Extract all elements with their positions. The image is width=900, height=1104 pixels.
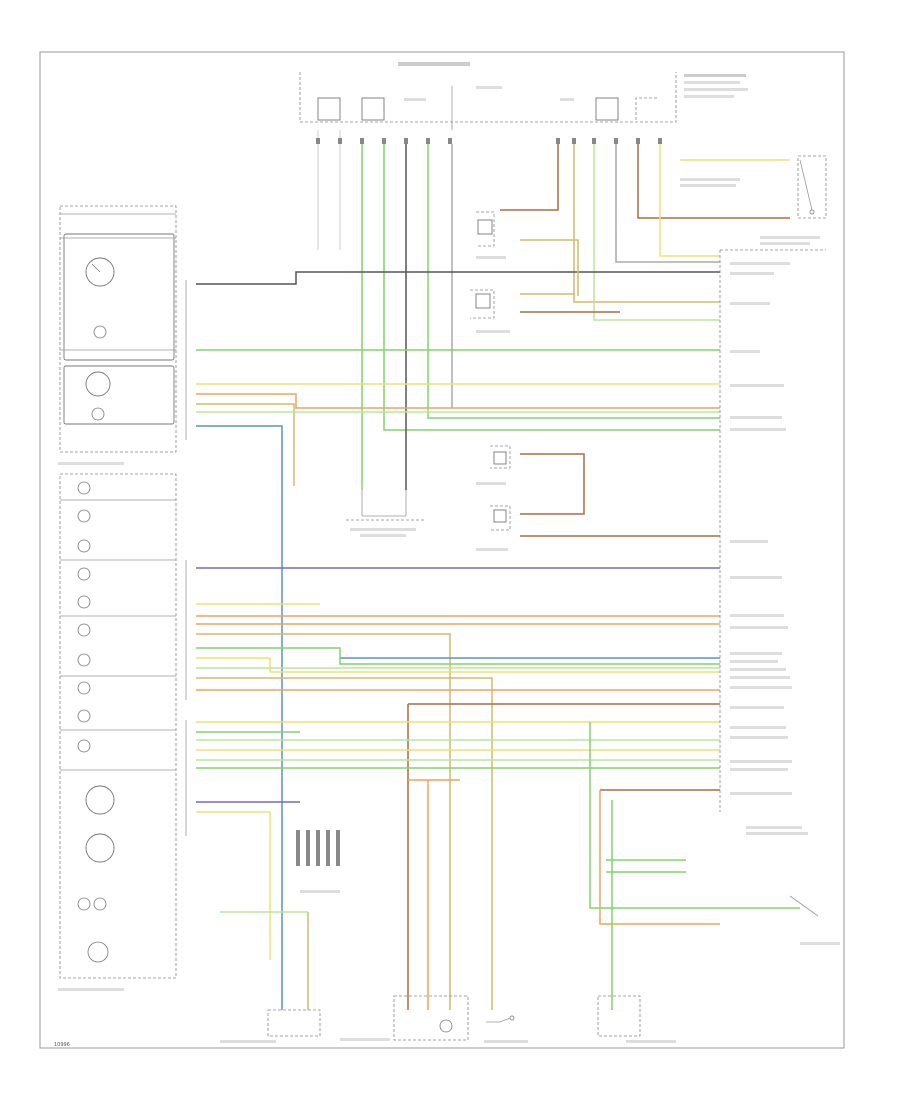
tachometer-gauge-icon — [85, 833, 115, 863]
instrument-cluster-b — [58, 473, 177, 991]
right-pin-labels — [730, 262, 792, 795]
illumination-lamp-icon — [93, 325, 107, 339]
horizontal-wires-lower — [196, 721, 800, 1010]
right-module-boundary — [719, 236, 826, 835]
oil-level-sensor — [267, 1009, 321, 1037]
coolant-gauge-icon — [85, 371, 111, 397]
vertical-wires — [361, 144, 790, 490]
bottom-components — [220, 830, 840, 1043]
instrument-cluster-a — [58, 205, 177, 465]
top-connector-block — [299, 62, 748, 130]
top-right-switch — [680, 155, 827, 219]
fuel-tank-sender — [346, 490, 424, 537]
top-connector-pins — [316, 130, 662, 250]
speedometer-gauge-icon — [85, 785, 115, 815]
horizontal-wires-middle — [196, 453, 720, 1010]
horizontal-wires-upper — [196, 239, 720, 1010]
upper-sensors — [470, 211, 511, 551]
diagram-border — [39, 51, 845, 1049]
page-number: 10996 — [54, 1042, 70, 1048]
